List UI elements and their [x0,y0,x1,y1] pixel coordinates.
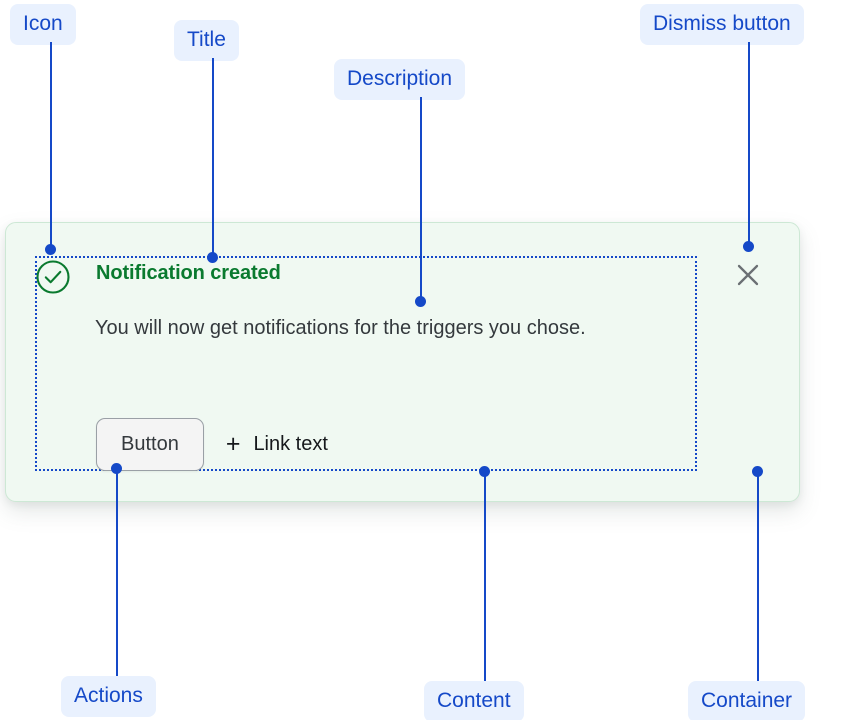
close-icon[interactable] [733,260,763,290]
leader-line-title [212,58,214,258]
leader-line-container [757,473,759,681]
annotation-label-icon: Icon [10,4,76,45]
annotation-label-dismiss-button: Dismiss button [640,4,804,45]
action-button[interactable]: Button [96,418,204,471]
annotation-label-actions: Actions [61,676,156,717]
leader-line-content [484,473,486,681]
leader-dot-content [479,466,490,477]
action-link[interactable]: + Link text [226,432,328,457]
leader-dot-container [752,466,763,477]
annotation-label-title: Title [174,20,239,61]
leader-dot-actions [111,463,122,474]
annotation-label-container: Container [688,681,806,720]
annotation-label-description: Description [334,59,466,100]
annotation-label-content: Content [424,681,524,720]
check-circle-icon [35,259,71,295]
content-region-outline [35,256,697,471]
notification-actions: Button + Link text [96,418,328,471]
action-link-label: Link text [253,433,328,455]
leader-dot-icon [45,244,56,255]
notification-title: Notification created [96,262,281,284]
notification-description: You will now get notifications for the t… [95,317,586,339]
leader-line-icon [50,42,52,250]
leader-dot-title [207,252,218,263]
leader-line-actions [116,468,118,676]
leader-line-description [420,97,422,302]
leader-dot-description [415,296,426,307]
plus-icon: + [225,430,241,458]
leader-line-dismiss [748,42,750,247]
leader-dot-dismiss [743,241,754,252]
